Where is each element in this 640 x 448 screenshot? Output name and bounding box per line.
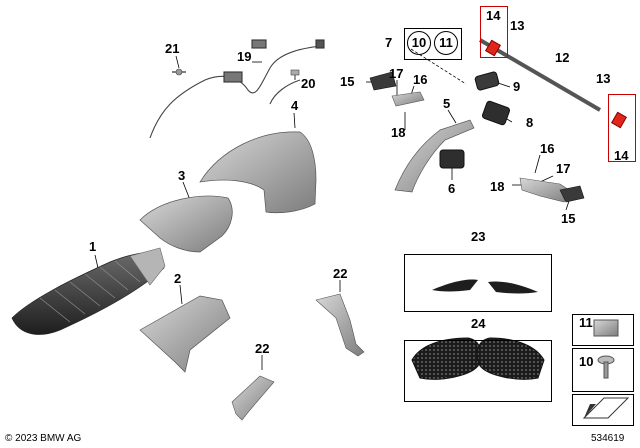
tank-pad-part-24 (411, 337, 545, 380)
callout-15-left: 15 (340, 74, 355, 89)
callout-22-top: 22 (333, 266, 348, 281)
part-box-arrow (572, 394, 634, 426)
callout-22-bottom: 22 (255, 341, 270, 356)
callout-11-group: 11 (434, 31, 458, 55)
clip-part-11 (593, 319, 619, 337)
callout-13-top: 13 (510, 18, 525, 33)
callout-12: 12 (555, 50, 570, 65)
callout-15-right: 15 (561, 211, 576, 226)
module-part-6 (439, 149, 465, 169)
screw-part-21 (172, 68, 186, 76)
callout-24: 24 (471, 316, 486, 331)
detail-box-24 (404, 340, 552, 402)
callout-2: 2 (174, 271, 182, 286)
group-box-10-11 (404, 28, 462, 60)
seat-bracket-part-2 (139, 295, 231, 373)
control-unit-part-8 (481, 100, 511, 126)
cable-harness-part-19 (149, 39, 325, 139)
callout-20: 20 (301, 76, 316, 91)
callout-11-box: 11 (579, 315, 593, 330)
detail-box-23 (404, 254, 552, 312)
tank-cover-part-4 (199, 131, 317, 214)
bracket-part-22-top (315, 293, 365, 357)
callout-17-right: 17 (556, 161, 571, 176)
footrest-left-part-15 (369, 71, 425, 107)
diagram-number: 534619 (591, 433, 625, 444)
callout-21: 21 (165, 41, 180, 56)
callout-16-left: 16 (413, 72, 428, 87)
bracket-part-22-bottom (231, 375, 275, 421)
callout-10-group: 10 (407, 31, 431, 55)
callout-14-right: 14 (614, 148, 629, 163)
callout-17-left: 17 (389, 66, 404, 81)
callout-3: 3 (178, 168, 186, 183)
frame-bracket-part-5 (394, 119, 475, 193)
callout-4: 4 (291, 98, 299, 113)
callout-10-box: 10 (579, 354, 594, 369)
control-unit-part-9 (474, 71, 500, 91)
seat-cover-part-3 (139, 195, 233, 253)
red-detail-box-top (480, 6, 508, 58)
screw-part-10 (597, 355, 615, 379)
callout-18-right: 18 (490, 179, 505, 194)
callout-1: 1 (89, 239, 97, 254)
callout-23: 23 (471, 229, 486, 244)
cable-strip-part-12 (478, 38, 628, 129)
seat-part-1 (11, 247, 166, 335)
footrest-right-part-15 (519, 177, 585, 203)
direction-arrow-icon (582, 397, 630, 419)
callout-18-left: 18 (391, 125, 406, 140)
decal-part-23 (432, 279, 538, 294)
callout-16-right: 16 (540, 141, 555, 156)
callout-13-right: 13 (596, 71, 611, 86)
callout-6: 6 (448, 181, 456, 196)
part-box-11 (572, 314, 634, 346)
callout-9: 9 (513, 79, 521, 94)
callout-5: 5 (443, 96, 451, 111)
part-box-10 (572, 348, 634, 392)
callout-8: 8 (526, 115, 534, 130)
copyright: © 2023 BMW AG (5, 433, 82, 444)
callout-14-top: 14 (486, 8, 501, 23)
clip-part-20 (290, 69, 300, 76)
red-detail-box-right (608, 94, 636, 162)
callout-19: 19 (237, 49, 252, 64)
callout-7: 7 (385, 35, 393, 50)
